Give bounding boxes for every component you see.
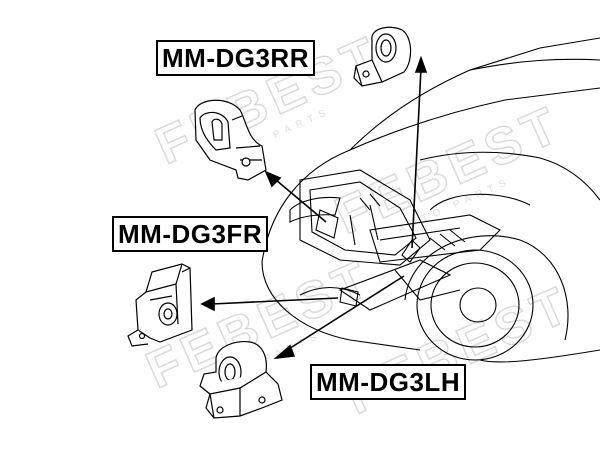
- arrow-front-right: [275, 179, 327, 223]
- mount-left-hand: [199, 341, 283, 419]
- label-mm-dg3rr: MM-DG3RR: [156, 40, 315, 76]
- label-mm-dg3fr: MM-DG3FR: [112, 216, 269, 252]
- mount-front-left-side: [127, 263, 193, 347]
- arrow-front-left: [211, 297, 339, 305]
- mount-rear-right: [353, 26, 412, 87]
- mount-front-right: [194, 99, 267, 181]
- label-mm-dg3lh: MM-DG3LH: [310, 364, 467, 400]
- watermark-brand: FEBEST: [327, 95, 571, 246]
- arrow-rear-right: [411, 67, 422, 249]
- arrow-group: [200, 55, 428, 360]
- arrow-left-hand: [283, 275, 405, 353]
